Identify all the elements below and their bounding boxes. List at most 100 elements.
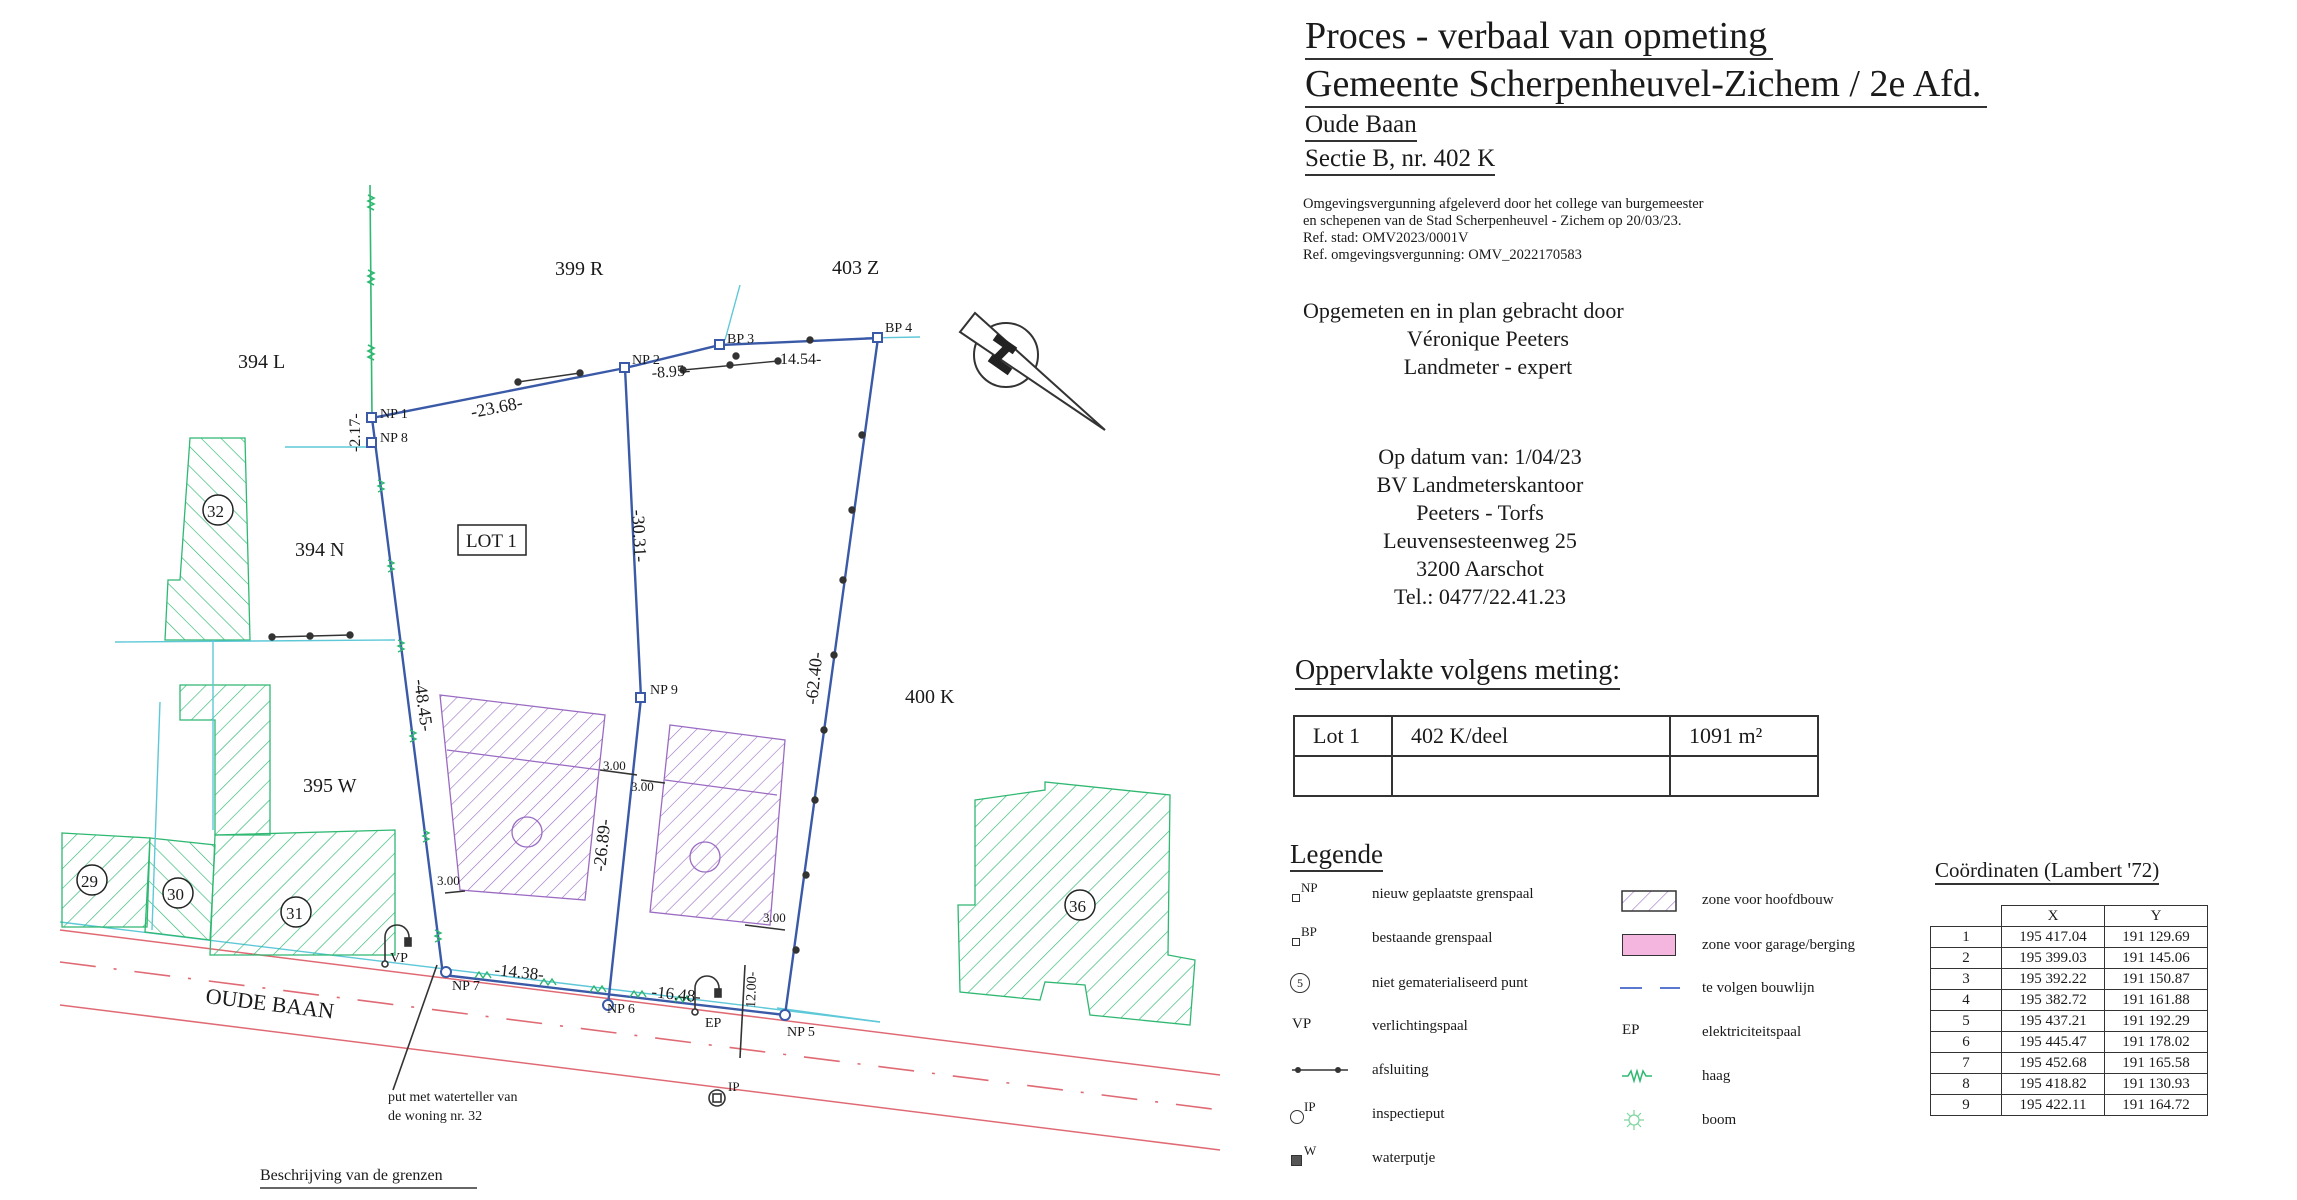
company-name-2: Peeters - Torfs [1416, 500, 1544, 525]
legend-label: te volgen bouwlijn [1702, 979, 1815, 996]
coord-header-x: X [2001, 905, 2105, 927]
legend-item-fence: afsluiting [1290, 1058, 1429, 1082]
area-row: Lot 1 402 K/deel 1091 m² [1293, 715, 1819, 757]
dimension-48-45: -48.45- [410, 678, 437, 733]
inspection-pit-icon: IP [1290, 1099, 1350, 1126]
parcel-label-400k: 400 K [905, 686, 955, 708]
coord-x: 195 445.47 [2001, 1031, 2105, 1053]
boundary-points [366, 332, 883, 1021]
coord-point-number: 3 [1930, 968, 2002, 990]
point-label-np9: NP 9 [650, 683, 678, 698]
coord-y: 191 178.02 [2104, 1031, 2208, 1053]
permit-ref-city: Ref. stad: OMV2023/0001V [1303, 230, 1469, 246]
lot-boundary [370, 336, 880, 1017]
parcel-label-394n: 394 N [295, 539, 344, 561]
dimension-3-00-a: 3.00 [603, 758, 626, 773]
coord-y: 191 150.87 [2104, 968, 2208, 990]
parcel-label-399r: 399 R [555, 258, 604, 280]
dimension-14-54: 14.54- [780, 351, 821, 368]
coord-x: 195 437.21 [2001, 1010, 2105, 1032]
legend-label: inspectieput [1372, 1105, 1445, 1122]
coord-y: 191 130.93 [2104, 1073, 2208, 1095]
survey-date: Op datum van: 1/04/23 [1378, 444, 1582, 469]
legend-item-vp: VP verlichtingspaal [1290, 1014, 1468, 1038]
surveyor-name: Véronique Peeters [1407, 326, 1569, 351]
coord-point-number: 7 [1930, 1052, 2002, 1074]
point-label-np1: NP 1 [380, 407, 408, 422]
legend-item-w: W waterputje [1290, 1143, 1436, 1170]
house-number-36: 36 [1069, 897, 1086, 916]
coord-point-number: 8 [1930, 1073, 2002, 1095]
blue-dashed-line-icon [1620, 976, 1680, 1000]
area-lot: Lot 1 [1293, 715, 1393, 757]
street-name: Oude Baan [1305, 110, 1417, 142]
surveyor-intro: Opgemeten en in plan gebracht door [1303, 298, 1624, 323]
legend-label: afsluiting [1372, 1061, 1429, 1078]
fences [268, 336, 866, 954]
municipality-title: Gemeente Scherpenheuvel-Zichem / 2e Afd. [1305, 62, 1988, 108]
point-label-vp: VP [390, 951, 408, 966]
coord-header-blank [1931, 906, 2002, 927]
parcel-label-403z: 403 Z [832, 257, 879, 279]
surveyor-role: Landmeter - expert [1403, 354, 1573, 379]
coord-point-number: 1 [1930, 926, 2002, 948]
permit-line-2: en schepenen van de Stad Scherpenheuvel … [1303, 213, 1682, 229]
street-name-label: OUDE BAAN [204, 983, 335, 1024]
legend-label: waterputje [1372, 1149, 1436, 1166]
neighbor-buildings [61, 437, 1196, 1026]
legend-item-tree: boom [1620, 1108, 1736, 1132]
company-block: Op datum van: 1/04/23 BV Landmeterskanto… [1330, 443, 1630, 611]
coord-x: 195 452.68 [2001, 1052, 2105, 1074]
dimension-3-00-c: 3.00 [437, 873, 460, 888]
dimension-30-31: -30.31- [628, 509, 651, 562]
coord-x: 195 399.03 [2001, 947, 2105, 969]
boundary-description-heading: Beschrijving van de grenzen [260, 1167, 443, 1184]
new-boundary-post-icon: NP [1290, 880, 1350, 906]
area-heading: Oppervlakte volgens meting: [1295, 654, 1621, 690]
house-numbers [76, 494, 1096, 928]
coord-point-number: 4 [1930, 989, 2002, 1011]
coord-x: 195 422.11 [2001, 1094, 2105, 1116]
area-parcel [1391, 755, 1671, 797]
company-name-1: BV Landmeterskantoor [1376, 472, 1584, 497]
legend-item-garage: zone voor garage/berging [1620, 933, 1855, 957]
dimension-14-38: -14.38- [494, 960, 546, 984]
building-zone-west [439, 694, 606, 901]
legend-heading: Legende [1290, 838, 1383, 872]
point-label-np8: NP 8 [380, 431, 408, 446]
dimension-16-48: -16.48- [651, 982, 703, 1006]
legend-label: bestaande grenspaal [1372, 929, 1493, 946]
dimension-3-00-b: 3.00 [631, 779, 654, 794]
water-drain-icon: W [1290, 1143, 1350, 1170]
coord-y: 191 161.88 [2104, 989, 2208, 1011]
legend-item-building-line: te volgen bouwlijn [1620, 976, 1815, 1000]
point-label-bp3: BP 3 [727, 332, 754, 347]
company-phone: Tel.: 0477/22.41.23 [1393, 584, 1566, 609]
parcel-label-395w: 395 W [303, 775, 357, 797]
hedge-icon [1620, 1064, 1680, 1088]
company-address: Leuvensesteenweg 25 [1383, 528, 1577, 553]
point-label-np7: NP 7 [452, 979, 480, 994]
cadastral-section: Sectie B, nr. 402 K [1305, 144, 1496, 176]
dimension-3-00-d: 3.00 [763, 910, 786, 925]
water-meter-annotation-2: de woning nr. 32 [388, 1109, 482, 1124]
legend-label: zone voor hoofdbouw [1702, 891, 1834, 908]
coord-x: 195 418.82 [2001, 1073, 2105, 1095]
coord-y: 191 145.06 [2104, 947, 2208, 969]
lot-label: LOT 1 [466, 531, 517, 552]
legend-label: niet gematerialiseerd punt [1372, 974, 1528, 991]
electric-pole-icon: EP [1622, 1022, 1640, 1038]
legend-item-main-building: zone voor hoofdbouw [1620, 888, 1834, 912]
point-label-np5: NP 5 [787, 1025, 815, 1040]
house-number-29: 29 [81, 872, 98, 891]
coord-header-y: Y [2104, 905, 2208, 927]
dimension-2-17: -2.17- [347, 413, 364, 452]
legend-label: zone voor garage/berging [1702, 936, 1855, 953]
building-zone-east [649, 724, 786, 926]
pink-fill-swatch [1620, 933, 1680, 957]
area-row-empty [1293, 755, 1819, 797]
